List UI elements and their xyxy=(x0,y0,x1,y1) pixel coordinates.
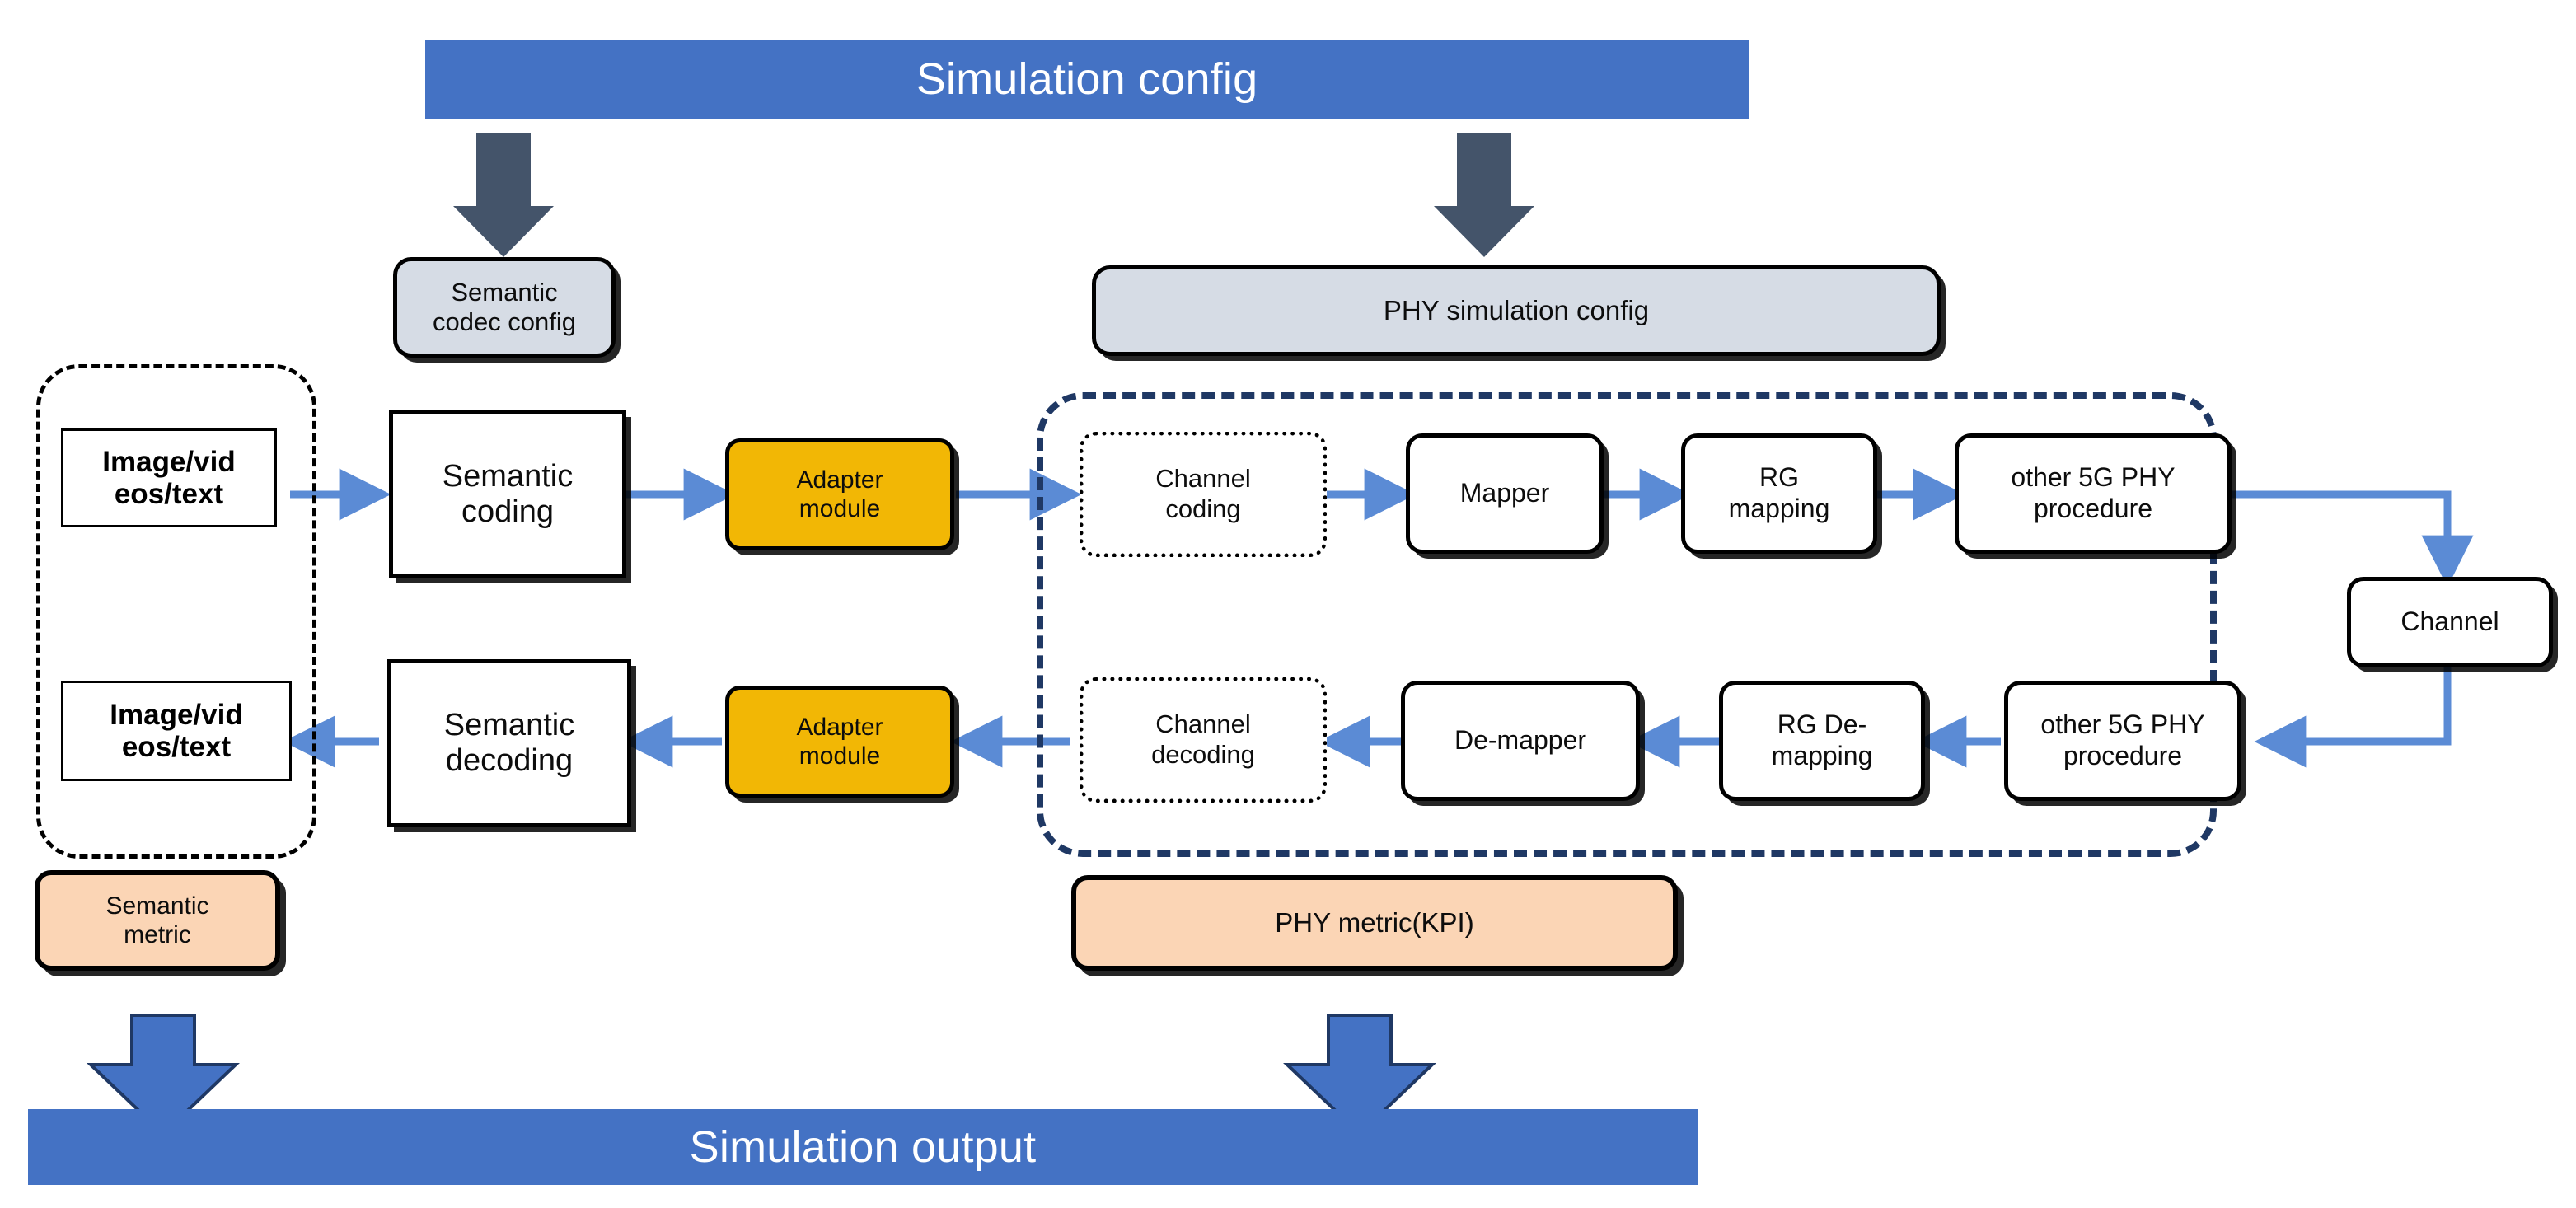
fat-arrow-to-phy-sim-config xyxy=(1434,133,1534,257)
semantic-codec-config-box[interactable]: Semantic codec config xyxy=(393,257,616,358)
phy-simulation-config-label: PHY simulation config xyxy=(1383,295,1650,325)
phy-simulation-config-box[interactable]: PHY simulation config xyxy=(1092,265,1941,356)
other-5g-phy-procedure-rx-line1: other 5G PHY xyxy=(2040,709,2205,740)
other-5g-phy-procedure-rx-line2: procedure xyxy=(2063,741,2183,770)
rg-mapping-line2: mapping xyxy=(1728,494,1830,523)
semantic-decoding-line1: Semantic xyxy=(443,708,575,742)
input-media-line2: eos/text xyxy=(114,478,224,510)
rg-de-mapping-box[interactable]: RG De- mapping xyxy=(1719,681,1925,801)
mapper-box[interactable]: Mapper xyxy=(1406,433,1604,554)
adapter-module-rx[interactable]: Adapter module xyxy=(725,686,954,798)
phy-simulation-container xyxy=(1037,392,2217,857)
simulation-config-banner: Simulation config xyxy=(425,40,1749,119)
phy-metric-label: PHY metric(KPI) xyxy=(1275,906,1474,938)
output-media-line1: Image/vid xyxy=(110,698,243,731)
input-media-line1: Image/vid xyxy=(102,445,236,478)
channel-label: Channel xyxy=(2400,606,2499,637)
semantic-codec-config-line2: codec config xyxy=(432,307,577,336)
channel-decoding-box[interactable]: Channel decoding xyxy=(1080,677,1327,803)
semantic-coding-line2: coding xyxy=(461,494,554,529)
rg-mapping-box[interactable]: RG mapping xyxy=(1681,433,1877,554)
arrow-other-phy-to-channel xyxy=(2227,490,2474,588)
semantic-coding-box[interactable]: Semantic coding xyxy=(389,410,626,578)
adapter-module-tx-line1: Adapter xyxy=(796,466,883,494)
semantic-codec-config-line1: Semantic xyxy=(451,278,558,307)
rg-de-mapping-line2: mapping xyxy=(1771,741,1873,770)
phy-metric-box[interactable]: PHY metric(KPI) xyxy=(1071,875,1678,971)
other-5g-phy-procedure-rx-box[interactable]: other 5G PHY procedure xyxy=(2004,681,2241,801)
simulation-output-banner: Simulation output xyxy=(28,1109,1698,1185)
channel-decoding-line1: Channel xyxy=(1155,709,1251,739)
semantic-decoding-line2: decoding xyxy=(445,743,574,778)
source-sink-container xyxy=(36,364,316,859)
rg-mapping-line1: RG xyxy=(1759,462,1799,493)
semantic-metric-line1: Semantic xyxy=(105,892,209,920)
semantic-metric-box[interactable]: Semantic metric xyxy=(35,870,280,971)
de-mapper-box[interactable]: De-mapper xyxy=(1401,681,1640,801)
simulation-config-label: Simulation config xyxy=(916,54,1258,104)
other-5g-phy-procedure-tx-line1: other 5G PHY xyxy=(2011,462,2176,493)
adapter-module-rx-line1: Adapter xyxy=(796,713,883,741)
other-5g-phy-procedure-tx-line2: procedure xyxy=(2033,494,2153,523)
input-media-box[interactable]: Image/vid eos/text xyxy=(61,428,277,527)
channel-box[interactable]: Channel xyxy=(2347,577,2553,667)
arrow-channel-to-other-phy-rx xyxy=(2254,667,2452,768)
channel-decoding-line2: decoding xyxy=(1151,740,1255,769)
adapter-module-rx-line2: module xyxy=(799,742,881,770)
output-media-box[interactable]: Image/vid eos/text xyxy=(61,681,292,781)
semantic-decoding-box[interactable]: Semantic decoding xyxy=(387,659,631,827)
simulation-output-label: Simulation output xyxy=(689,1122,1037,1172)
rg-de-mapping-line1: RG De- xyxy=(1777,709,1867,740)
adapter-module-tx-line2: module xyxy=(799,495,881,522)
channel-coding-line1: Channel xyxy=(1155,464,1251,494)
mapper-line1: Mapper xyxy=(1459,478,1550,508)
other-5g-phy-procedure-tx-box[interactable]: other 5G PHY procedure xyxy=(1955,433,2232,554)
fat-arrow-to-semantic-codec-config xyxy=(453,133,554,257)
channel-coding-line2: coding xyxy=(1165,494,1241,523)
channel-coding-box[interactable]: Channel coding xyxy=(1080,432,1327,557)
output-media-line2: eos/text xyxy=(121,731,232,763)
semantic-coding-line1: Semantic xyxy=(442,459,574,494)
adapter-module-tx[interactable]: Adapter module xyxy=(725,438,954,550)
semantic-metric-line2: metric xyxy=(124,921,191,948)
de-mapper-line1: De-mapper xyxy=(1454,725,1587,756)
